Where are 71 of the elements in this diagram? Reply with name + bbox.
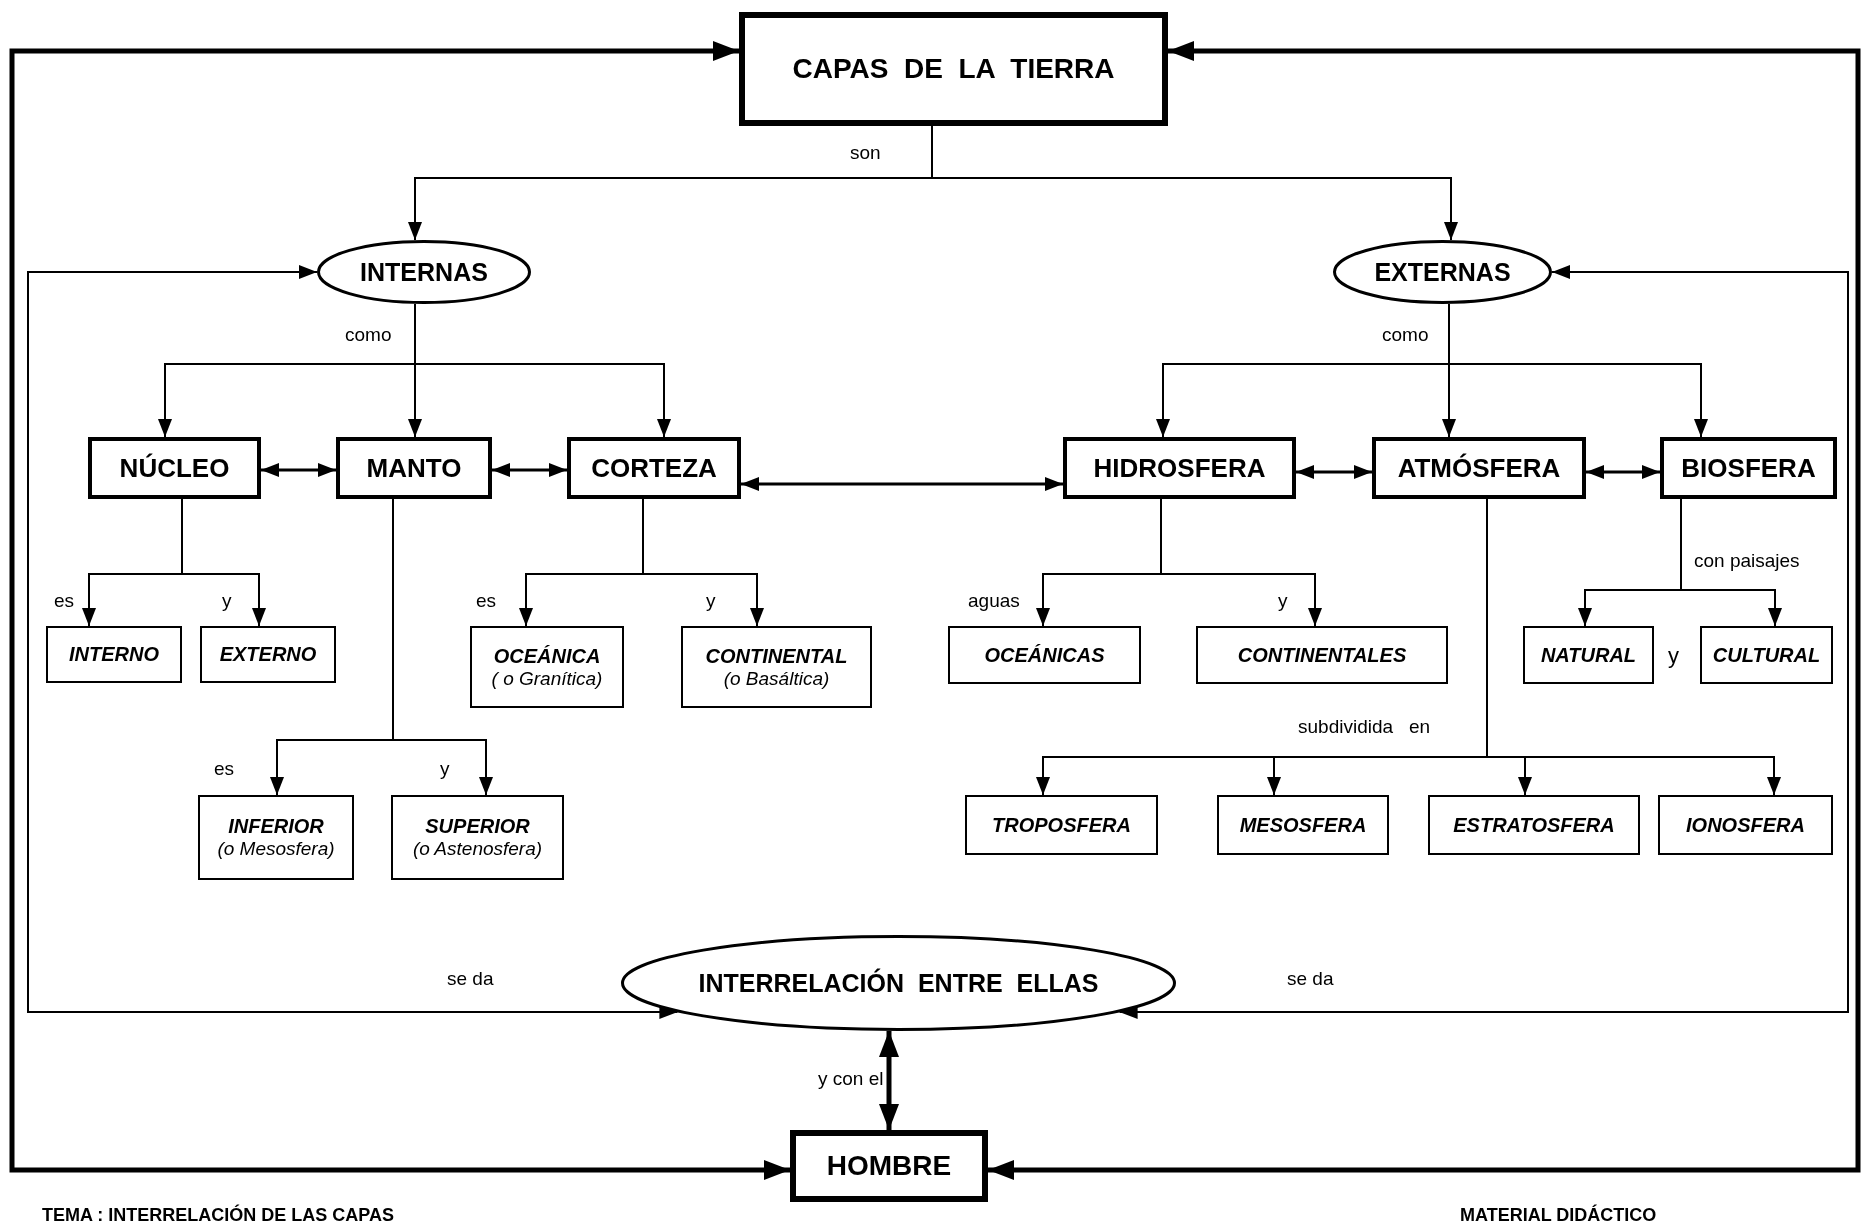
sublayer-box <box>1217 795 1389 855</box>
node-label: NATURAL <box>1540 643 1637 667</box>
layer-box <box>1660 437 1837 499</box>
node-label: EXTERNAS <box>1374 257 1511 287</box>
node-label: CULTURAL <box>1712 643 1821 667</box>
footer-note: MATERIAL DIDÁCTICO <box>1460 1205 1657 1226</box>
sublayer-box <box>46 626 182 683</box>
node-note: (o Astenosfera) <box>412 838 543 860</box>
layer-box <box>1372 437 1586 499</box>
node-label: ESTRATOSFERA <box>1453 813 1615 837</box>
node-label: INFERIOR <box>228 815 324 838</box>
connector-arrow <box>879 1030 899 1130</box>
connector-arrow <box>1118 265 1849 1019</box>
node-label: ATMÓSFERA <box>1397 452 1561 484</box>
layer-box <box>88 437 261 499</box>
connector-arrow <box>492 463 567 477</box>
node-label: CONTINENTALES <box>1237 643 1407 667</box>
connector-arrow <box>1296 465 1372 479</box>
node-label: HOMBRE <box>826 1150 952 1182</box>
sublayer-box <box>1196 626 1448 684</box>
layer-box <box>336 437 492 499</box>
connector-arrow <box>261 463 336 477</box>
node-label: TROPOSFERA <box>992 813 1131 837</box>
sublayer-box <box>200 626 336 683</box>
connector-word: y <box>1668 643 1679 669</box>
sublayer-box <box>470 626 624 708</box>
footer-note: TEMA : INTERRELACIÓN DE LAS CAPAS <box>42 1205 394 1226</box>
sublayer-box <box>391 795 564 880</box>
connector-arrow <box>741 477 1063 491</box>
node-label: CONTINENTAL <box>705 644 848 668</box>
node-label: MANTO <box>366 452 462 484</box>
node-label: BIOSFERA <box>1681 452 1816 484</box>
node-label: OCEÁNICAS <box>984 643 1105 667</box>
node-note: (o Mesosfera) <box>217 838 335 860</box>
sublayer-box <box>965 795 1158 855</box>
connector-arrow <box>9 41 790 1180</box>
connector-arrow <box>181 498 266 627</box>
layer-box <box>567 437 741 499</box>
sublayer-box <box>198 795 354 880</box>
concept-box <box>790 1130 988 1202</box>
sublayer-box <box>1523 626 1654 684</box>
node-label: SUPERIOR <box>425 815 530 838</box>
connector-arrow <box>642 498 764 627</box>
node-label: INTERRELACIÓN ENTRE ELLAS <box>698 968 1099 998</box>
node-label: MESOSFERA <box>1239 813 1367 837</box>
category-ellipse <box>317 240 531 304</box>
sublayer-box <box>681 626 872 708</box>
sublayer-box <box>1658 795 1833 855</box>
category-ellipse <box>1333 240 1552 304</box>
node-label: OCEÁNICA <box>493 644 601 668</box>
connector-arrow <box>1586 465 1660 479</box>
connector-arrow <box>1680 498 1782 627</box>
connector-arrow <box>27 265 679 1019</box>
title-box <box>739 12 1168 126</box>
connector-arrow <box>1160 498 1322 627</box>
connector-arrow <box>988 41 1861 1180</box>
node-label: NÚCLEO <box>119 452 230 484</box>
node-label: INTERNO <box>69 643 159 666</box>
sublayer-box <box>1428 795 1640 855</box>
sublayer-box <box>948 626 1141 684</box>
node-label: HIDROSFERA <box>1093 452 1266 484</box>
node-note: ( o Granítica) <box>491 667 603 690</box>
layer-box <box>1063 437 1296 499</box>
relation-ellipse <box>621 935 1176 1031</box>
node-label: CORTEZA <box>591 452 717 484</box>
node-note: (o Basáltica) <box>723 667 830 690</box>
sublayer-box <box>1700 626 1833 684</box>
node-label: EXTERNO <box>219 643 317 666</box>
node-label: CAPAS DE LA TIERRA <box>792 53 1115 85</box>
node-label: INTERNAS <box>360 257 488 287</box>
node-label: IONOSFERA <box>1686 813 1805 837</box>
